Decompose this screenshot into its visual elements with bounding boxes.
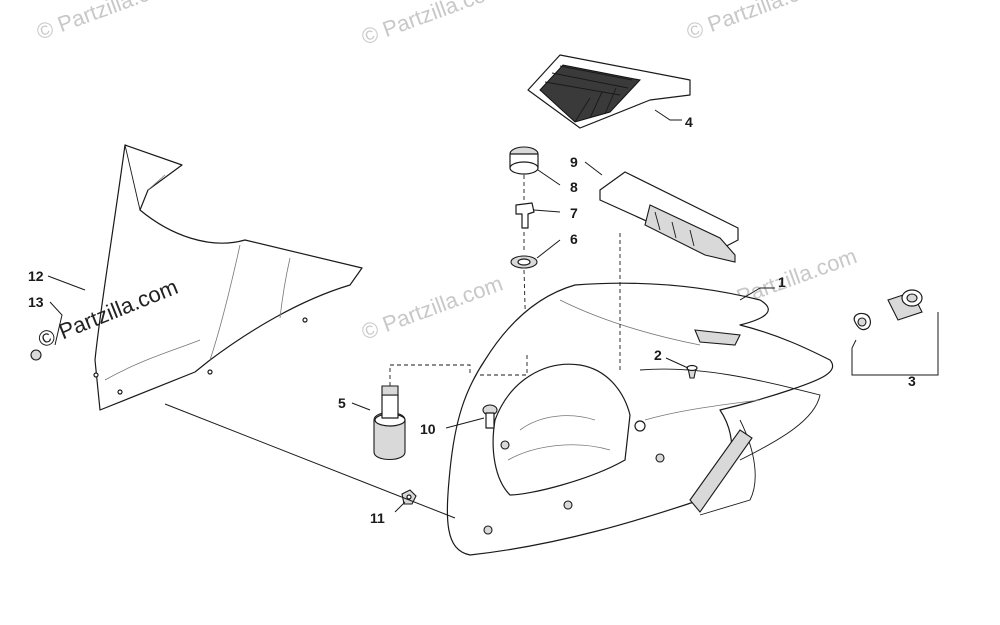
callout-9: 9 — [570, 154, 578, 170]
windshield-fastener — [30, 349, 42, 361]
watermark-top-center: © Partzilla.com — [358, 0, 506, 50]
callout-labels: 1 2 3 4 5 6 7 8 9 10 11 12 13 — [28, 114, 916, 526]
watermark-top-left: © Partzilla.com — [33, 0, 181, 45]
ignition-key-parts — [509, 146, 561, 341]
nut-part — [164, 403, 456, 519]
ignition-key — [515, 202, 535, 229]
hood-label-plate — [694, 329, 741, 346]
watermark-middle: © Partzilla.com — [358, 271, 506, 345]
hood-body-part — [446, 230, 834, 556]
callout-5: 5 — [338, 395, 346, 411]
bolt-part — [445, 404, 498, 429]
callout-10: 10 — [420, 421, 436, 437]
switch-part — [351, 364, 471, 461]
callout-8: 8 — [570, 179, 578, 195]
callout-2: 2 — [654, 347, 662, 363]
callout-11: 11 — [370, 510, 385, 526]
callout-3: 3 — [908, 373, 916, 389]
windshield-shape — [94, 144, 363, 411]
callout-4: 4 — [685, 114, 693, 130]
storage-net-part — [527, 54, 691, 129]
callout-6: 6 — [570, 231, 578, 247]
callout-7: 7 — [570, 205, 578, 221]
watermark-top-right: © Partzilla.com — [683, 0, 831, 45]
callout-13: 13 — [28, 294, 44, 310]
windshield-part — [30, 144, 363, 411]
power-outlet-part — [851, 289, 939, 376]
module-part — [584, 161, 739, 263]
screw-part — [665, 357, 698, 379]
callout-1: 1 — [778, 274, 786, 290]
callout-12: 12 — [28, 268, 44, 284]
